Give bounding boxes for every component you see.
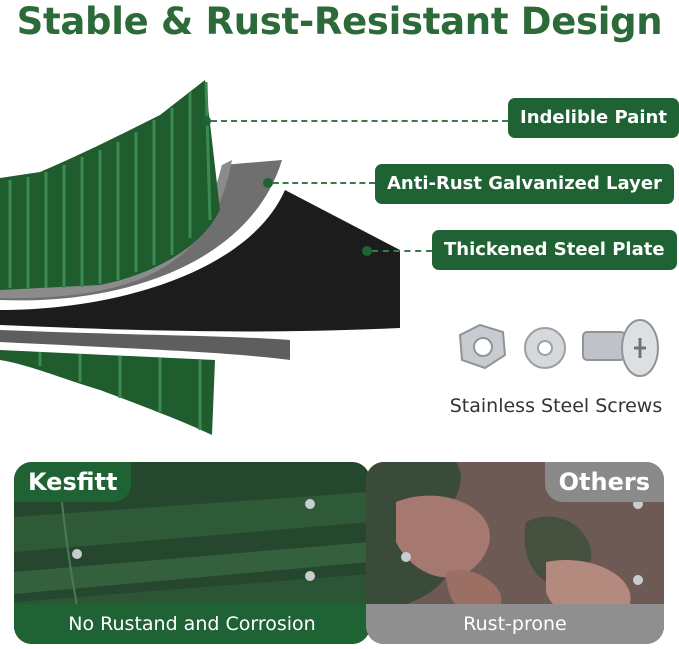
layer-dot-galvanized bbox=[263, 178, 273, 188]
leader-paint bbox=[211, 120, 508, 122]
others-panel: Others Rust-prone bbox=[366, 462, 664, 644]
layer-dot-paint bbox=[201, 116, 211, 126]
others-tab: Others bbox=[544, 462, 664, 502]
layer-dot-plate bbox=[362, 246, 372, 256]
kesfitt-caption: No Rustand and Corrosion bbox=[14, 604, 370, 644]
kesfitt-panel: Kesfitt No Rustand and Corrosion bbox=[14, 462, 370, 644]
others-caption: Rust-prone bbox=[366, 604, 664, 644]
label-indelible-paint: Indelible Paint bbox=[508, 98, 679, 138]
screws-label: Stainless Steel Screws bbox=[449, 395, 663, 417]
label-steel-plate: Thickened Steel Plate bbox=[432, 230, 677, 270]
layers-graphic bbox=[0, 80, 659, 435]
leader-galvanized bbox=[273, 182, 375, 184]
screws-graphic bbox=[458, 319, 659, 377]
page-title: Stable & Rust-Resistant Design bbox=[16, 0, 663, 43]
kesfitt-tab: Kesfitt bbox=[14, 462, 132, 502]
layer-illustration: Indelible Paint Anti-Rust Galvanized Lay… bbox=[0, 60, 679, 450]
label-galvanized-layer: Anti-Rust Galvanized Layer bbox=[375, 164, 674, 204]
leader-plate bbox=[372, 250, 432, 252]
